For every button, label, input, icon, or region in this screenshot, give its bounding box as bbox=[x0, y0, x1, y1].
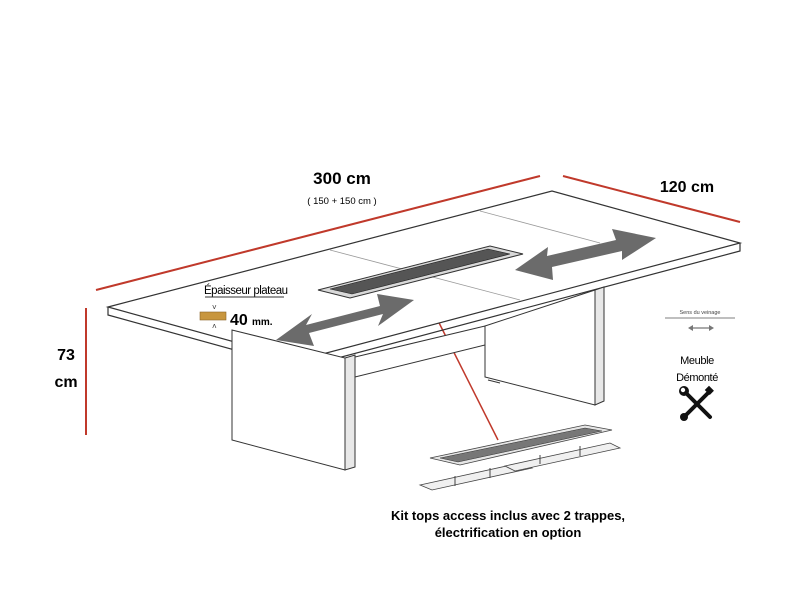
caption-line1: Kit tops access inclus avec 2 trappes, bbox=[391, 508, 625, 523]
svg-text:˄: ˄ bbox=[212, 322, 217, 331]
thickness-title: Épaisseur plateau bbox=[204, 284, 288, 297]
veneer-indicator bbox=[665, 317, 735, 331]
veneer-label: Sens du veinage bbox=[680, 310, 721, 316]
thickness-value: 40 bbox=[230, 312, 248, 329]
wood-swatch bbox=[199, 311, 227, 321]
length-detail-label: ( 150 + 150 cm ) bbox=[307, 196, 376, 207]
thickness-indicator: ˅ ˄ bbox=[199, 296, 284, 331]
depth-label: 120 cm bbox=[660, 179, 714, 196]
length-double-arrow bbox=[515, 229, 656, 280]
depth-double-arrow bbox=[276, 294, 414, 346]
tools-icon bbox=[679, 385, 714, 421]
table-legs bbox=[231, 286, 605, 471]
svg-text:˅: ˅ bbox=[212, 303, 217, 312]
cable-kit-exploded bbox=[418, 424, 622, 491]
assembly-line2: Démonté bbox=[676, 372, 718, 384]
length-dimension-line bbox=[95, 175, 541, 291]
caption-line2: électrification en option bbox=[435, 525, 582, 540]
assembly-line1: Meuble bbox=[680, 355, 714, 367]
height-value-label: 73 bbox=[57, 347, 75, 364]
cable-tray bbox=[317, 245, 524, 299]
thickness-unit: mm. bbox=[252, 317, 273, 328]
height-unit-label: cm bbox=[54, 374, 77, 391]
length-label: 300 cm bbox=[313, 169, 371, 188]
depth-dimension-line bbox=[562, 175, 741, 223]
